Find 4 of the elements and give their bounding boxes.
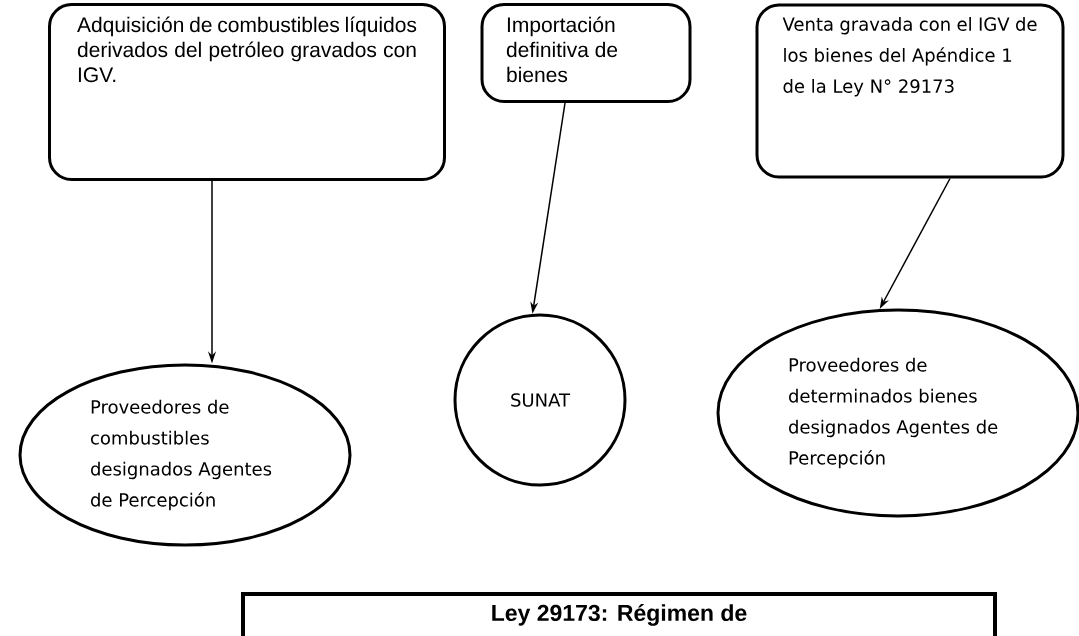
- statement-box: Adquisición de combustibles líquidos derivados del petróleo gravados con IGV.: [48, 3, 446, 181]
- statement-box: Venta gravada con el IGV de los bienes del Apéndice 1 de la Ley N° 29173: [755, 3, 1065, 179]
- title-box: Ley 29173: Régimen de: [241, 592, 997, 636]
- statement-box: Importación definitiva de bienes: [480, 3, 692, 103]
